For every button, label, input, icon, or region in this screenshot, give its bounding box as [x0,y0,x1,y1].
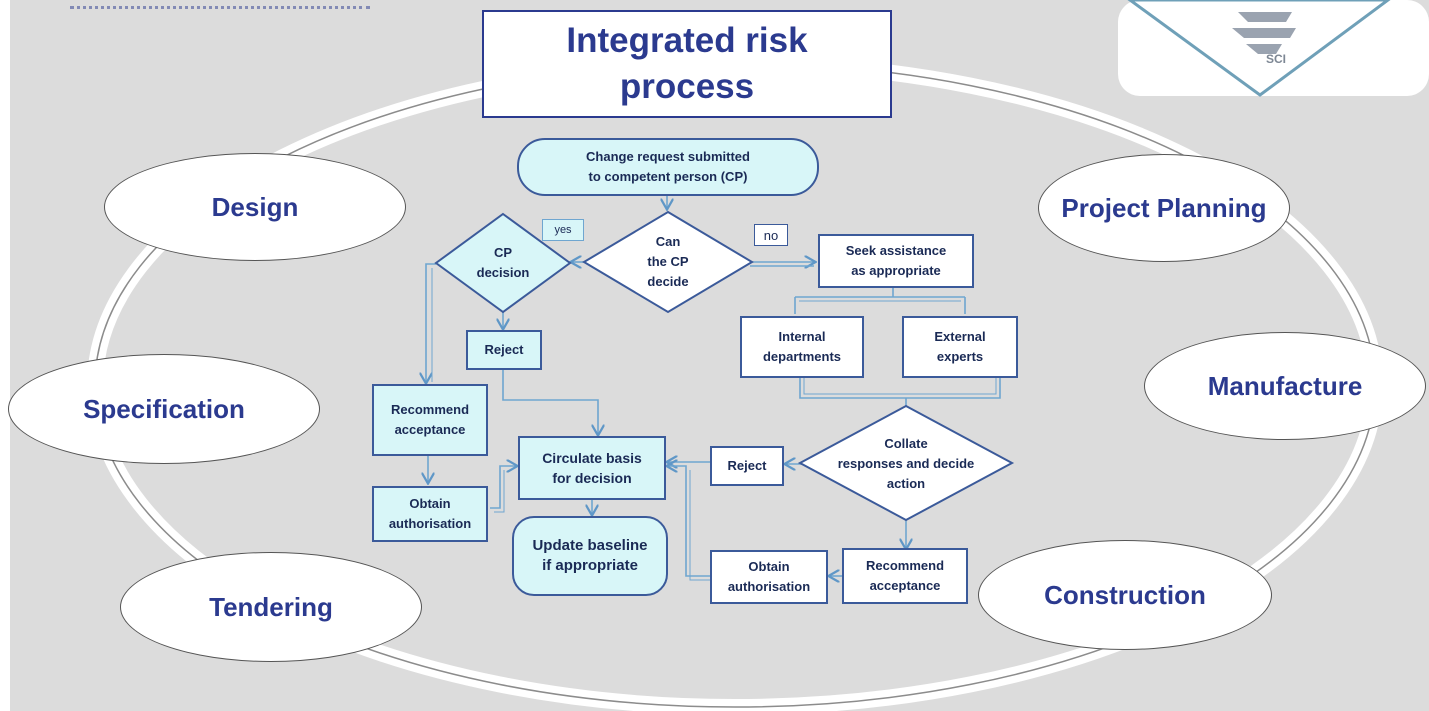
recommend-acceptance-left-node: Recommend acceptance [372,384,488,456]
reject-left-node: Reject [466,330,542,370]
collate-diamond [797,404,1015,522]
change-request-node: Change request submitted to competent pe… [517,138,819,196]
collate-responses-label: Collate responses and decide action [837,436,975,491]
stage-design: Design [104,153,406,261]
stage-project-planning: Project Planning [1038,154,1290,262]
stage-tendering: Tendering [120,552,422,662]
seek-assistance-node: Seek assistance as appropriate [818,234,974,288]
circulate-basis-node: Circulate basis for decision [518,436,666,500]
no-label: no [754,224,788,246]
internal-departments-node: Internal departments [740,316,864,378]
connectors [426,196,1001,580]
external-experts-node: External experts [902,316,1018,378]
title-box: Integrated risk process [482,10,892,118]
obtain-authorisation-left-node: Obtain authorisation [372,486,488,542]
stage-tendering-label: Tendering [209,591,333,622]
stage-construction: Construction [978,540,1272,650]
obtain-authorisation-right-node: Obtain authorisation [710,550,828,604]
title-line-1: Integrated risk [566,21,808,60]
reject-right-node: Reject [710,446,784,486]
header-strip [10,0,480,14]
sci-logo-mark [1118,0,1429,97]
stage-specification-label: Specification [83,393,245,424]
cp-decision-diamond [434,212,572,314]
title-line-2: process [619,67,755,106]
stage-design-label: Design [211,191,299,222]
can-cp-decide-label: Can the CP decide [647,234,689,289]
stage-manufacture-label: Manufacture [1207,370,1363,401]
recommend-acceptance-right-node: Recommend acceptance [842,548,968,604]
stage-construction-label: Construction [1044,579,1206,610]
stage-project-planning-label: Project Planning [1061,192,1267,223]
stage-specification: Specification [8,354,320,464]
sci-logo-text: SCI [1266,52,1287,66]
stage-manufacture: Manufacture [1144,332,1426,440]
update-baseline-node: Update baseline if appropriate [512,516,668,596]
yes-label: yes [542,219,584,241]
can-cp-decide-diamond [582,210,754,314]
cp-decision-label: CP decision [476,245,530,280]
